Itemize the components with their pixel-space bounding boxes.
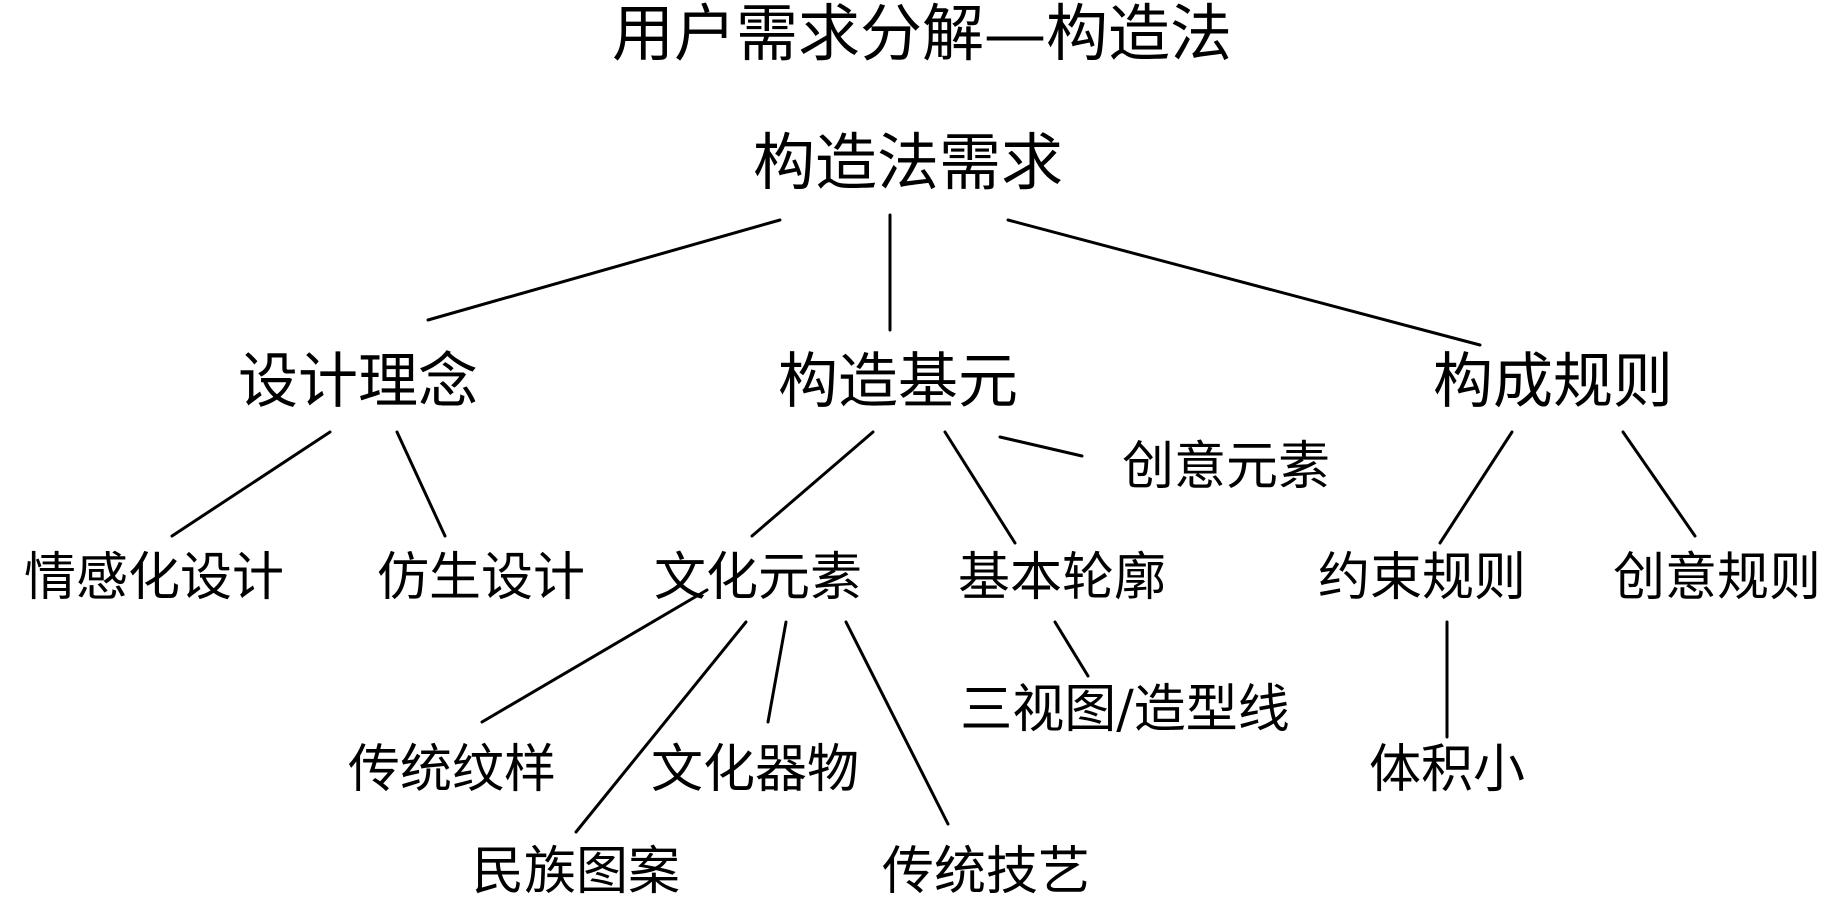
node-bionic-design: 仿生设计 <box>376 548 586 608</box>
edge-outline-three-views <box>1053 620 1090 678</box>
node-basic-outline: 基本轮廓 <box>957 548 1167 608</box>
edge-design-emotional <box>170 430 332 538</box>
diagram-title: 用户需求分解—构造法 <box>611 0 1233 70</box>
node-composition-rules: 构成规则 <box>1433 347 1673 417</box>
edge-construct-creative <box>998 435 1084 458</box>
node-small-volume: 体积小 <box>1368 740 1526 800</box>
node-traditional-crafts: 传统技艺 <box>881 842 1091 902</box>
edge-design-bionic <box>395 430 447 538</box>
node-cultural-elements: 文化元素 <box>653 548 863 608</box>
edge-cultural-patterns <box>480 588 709 724</box>
node-design-concept: 设计理念 <box>238 347 478 417</box>
node-cultural-artifacts: 文化器物 <box>650 740 860 800</box>
edge-rules-creative <box>1621 430 1697 538</box>
root-node: 构造法需求 <box>752 126 1064 199</box>
edge-construct-cultural <box>750 430 875 538</box>
node-creative-elements: 创意元素 <box>1121 437 1331 497</box>
node-emotional-design: 情感化设计 <box>23 548 285 608</box>
node-construct-elements: 构造基元 <box>778 347 1018 417</box>
node-ethnic-designs: 民族图案 <box>471 842 681 902</box>
node-three-views: 三视图/造型线 <box>960 680 1290 740</box>
node-traditional-patterns: 传统纹样 <box>347 740 557 800</box>
node-creative-rules: 创意规则 <box>1612 548 1822 608</box>
edge-cultural-ethnic <box>574 620 748 834</box>
edge-cultural-artifacts <box>766 620 788 724</box>
edge-root-design-concept <box>426 218 782 322</box>
edge-rules-constraint <box>1438 430 1514 545</box>
edge-cultural-crafts <box>844 620 950 826</box>
edge-construct-outline <box>943 430 1017 545</box>
node-constraint-rules: 约束规则 <box>1317 548 1527 608</box>
edge-root-composition-rules <box>1006 218 1482 347</box>
